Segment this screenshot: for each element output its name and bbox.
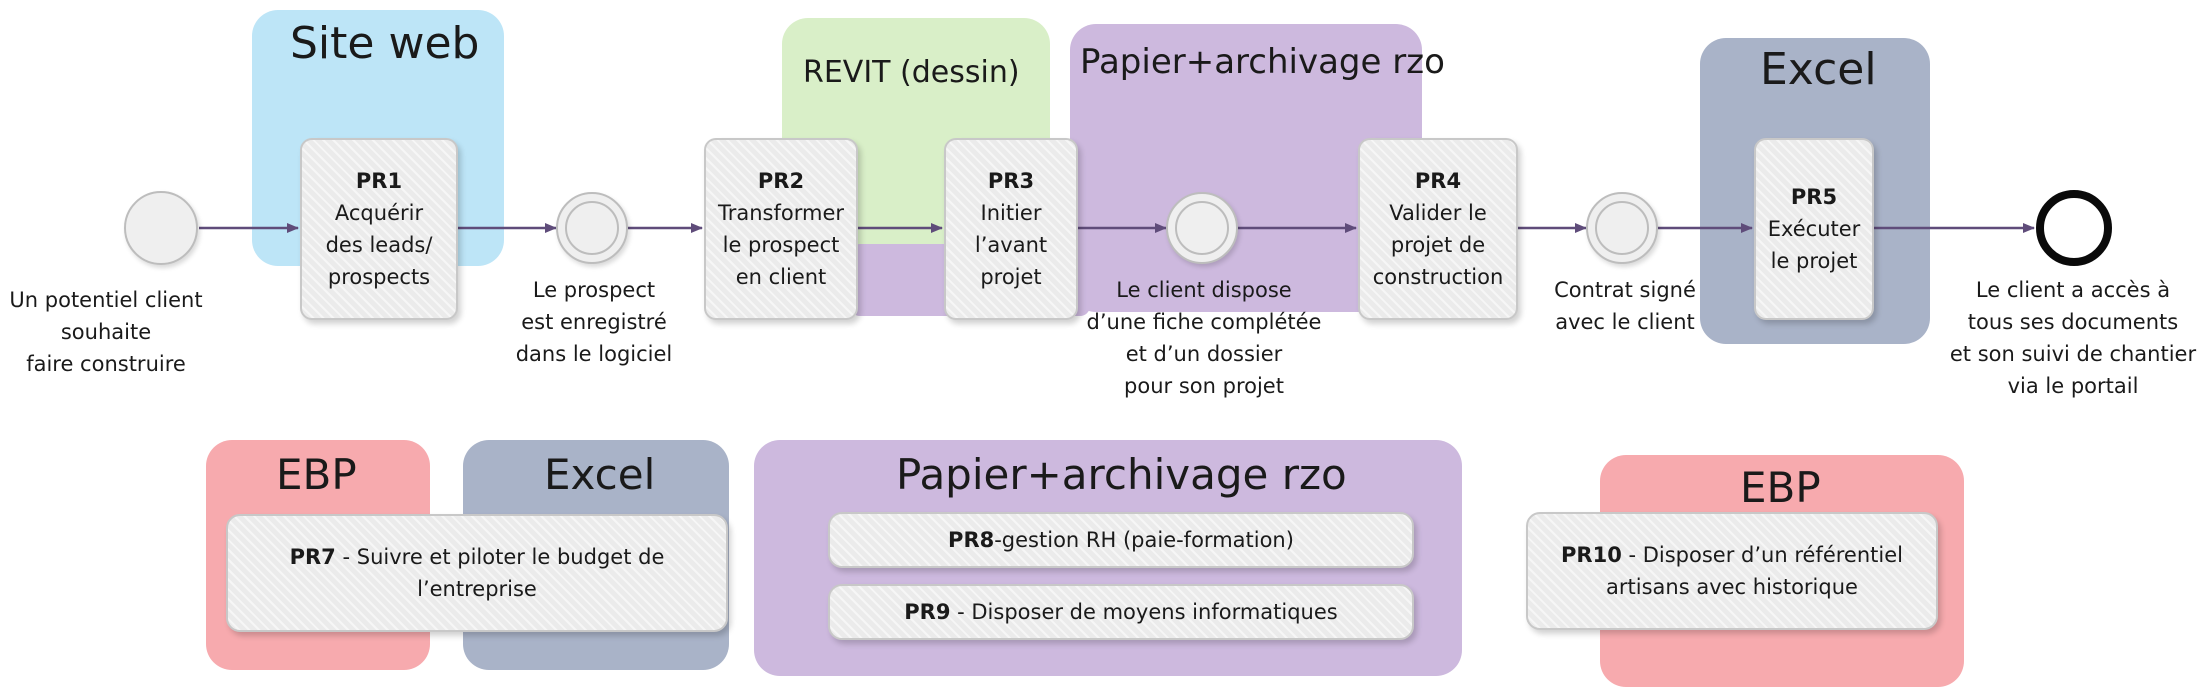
process-pr9-text: PR9 - Disposer de moyens informatiques	[904, 596, 1337, 628]
process-pr1-line: prospects	[327, 265, 431, 289]
process-pr8-text: PR8-gestion RH (paie-formation)	[948, 524, 1294, 556]
process-pr10-text: PR10 - Disposer d’un référentiel artisan…	[1561, 539, 1903, 603]
zone-revit-label: REVIT (dessin)	[803, 55, 1020, 90]
process-pr2-line: en client	[735, 265, 827, 289]
intermediate-event-3-caption: Contrat signé avec le client	[1554, 274, 1696, 338]
process-pr3: PR3 Initier l’avant projet	[944, 138, 1078, 320]
intermediate-event-2-caption: Le client dispose d’une fiche complétée …	[1087, 274, 1322, 402]
process-pr5-line: le projet	[1770, 249, 1858, 273]
process-pr4-line: construction	[1372, 265, 1504, 289]
process-pr4-line: projet de	[1390, 233, 1486, 257]
process-pr7-label-2: l’entreprise	[417, 577, 537, 601]
process-pr2-line: Transformer	[717, 201, 844, 225]
caption-line: Contrat signé	[1554, 278, 1696, 302]
process-pr9-label: - Disposer de moyens informatiques	[950, 600, 1338, 624]
process-pr7-text: PR7 - Suivre et piloter le budget de l’e…	[290, 541, 665, 605]
caption-line: pour son projet	[1124, 374, 1284, 398]
process-pr10-label-2: artisans avec historique	[1606, 575, 1858, 599]
process-pr4: PR4 Valider le projet de construction	[1358, 138, 1518, 320]
zone-ebp-right-label: EBP	[1740, 463, 1821, 512]
start-event-caption: Un potentiel client souhaite faire const…	[9, 284, 202, 380]
end-event	[2036, 190, 2112, 266]
caption-line: souhaite	[60, 320, 152, 344]
zone-excel-top-label: Excel	[1760, 44, 1877, 95]
process-pr5-code: PR5	[1790, 185, 1838, 209]
caption-line: et d’un dossier	[1125, 342, 1283, 366]
process-pr1-line: des leads/	[325, 233, 433, 257]
caption-line: dans le logiciel	[515, 342, 673, 366]
caption-line: et son suivi de chantier	[1949, 342, 2197, 366]
process-pr8-code: PR8	[948, 528, 995, 552]
caption-line: Le client dispose	[1116, 278, 1292, 302]
process-pr2-code: PR2	[757, 169, 805, 193]
caption-line: Le client a accès à	[1975, 278, 2171, 302]
process-pr10-code: PR10	[1561, 543, 1622, 567]
start-event	[124, 191, 198, 265]
zone-ebp-left-label: EBP	[276, 450, 357, 499]
caption-line: via le portail	[2007, 374, 2139, 398]
process-pr8: PR8-gestion RH (paie-formation)	[828, 512, 1414, 568]
process-pr1: PR1 Acquérir des leads/ prospects	[300, 138, 458, 320]
process-pr3-line: projet	[980, 265, 1042, 289]
caption-line: faire construire	[26, 352, 186, 376]
process-pr7-code: PR7	[289, 545, 336, 569]
caption-line: tous ses documents	[1967, 310, 2179, 334]
zone-excel-bottom-label: Excel	[544, 450, 656, 499]
process-pr2: PR2 Transformer le prospect en client	[704, 138, 858, 320]
process-pr7: PR7 - Suivre et piloter le budget de l’e…	[226, 514, 728, 632]
process-pr1-line: Acquérir	[334, 201, 424, 225]
zone-site-web-label: Site web	[290, 18, 480, 69]
process-pr3-line: l’avant	[974, 233, 1048, 257]
process-pr9: PR9 - Disposer de moyens informatiques	[828, 584, 1414, 640]
intermediate-event-3	[1586, 192, 1658, 264]
caption-line: avec le client	[1555, 310, 1695, 334]
process-pr10: PR10 - Disposer d’un référentiel artisan…	[1526, 512, 1938, 630]
process-pr2-line: le prospect	[722, 233, 840, 257]
process-pr3-code: PR3	[987, 169, 1035, 193]
process-pr1-code: PR1	[355, 169, 403, 193]
process-pr5-line: Exécuter	[1767, 217, 1861, 241]
process-pr7-label: - Suivre et piloter le budget de	[335, 545, 665, 569]
caption-line: Un potentiel client	[9, 288, 203, 312]
intermediate-event-2	[1166, 192, 1238, 264]
intermediate-event-1	[556, 192, 628, 264]
process-pr10-label: - Disposer d’un référentiel	[1621, 543, 1903, 567]
process-pr4-line: Valider le	[1389, 201, 1487, 225]
intermediate-event-1-caption: Le prospect est enregistré dans le logic…	[516, 274, 673, 370]
caption-line: d’une fiche complétée	[1086, 310, 1322, 334]
zone-papier-bottom-label: Papier+archivage rzo	[896, 450, 1347, 499]
caption-line: Le prospect	[532, 278, 656, 302]
process-pr4-code: PR4	[1414, 169, 1462, 193]
caption-line: est enregistré	[521, 310, 667, 334]
process-pr3-line: Initier	[980, 201, 1042, 225]
process-pr9-code: PR9	[904, 600, 951, 624]
zone-papier-top-label: Papier+archivage rzo	[1080, 42, 1445, 82]
end-event-caption: Le client a accès à tous ses documents e…	[1950, 274, 2196, 402]
process-pr5: PR5 Exécuter le projet	[1754, 138, 1874, 320]
process-pr8-label: -gestion RH (paie-formation)	[994, 528, 1294, 552]
